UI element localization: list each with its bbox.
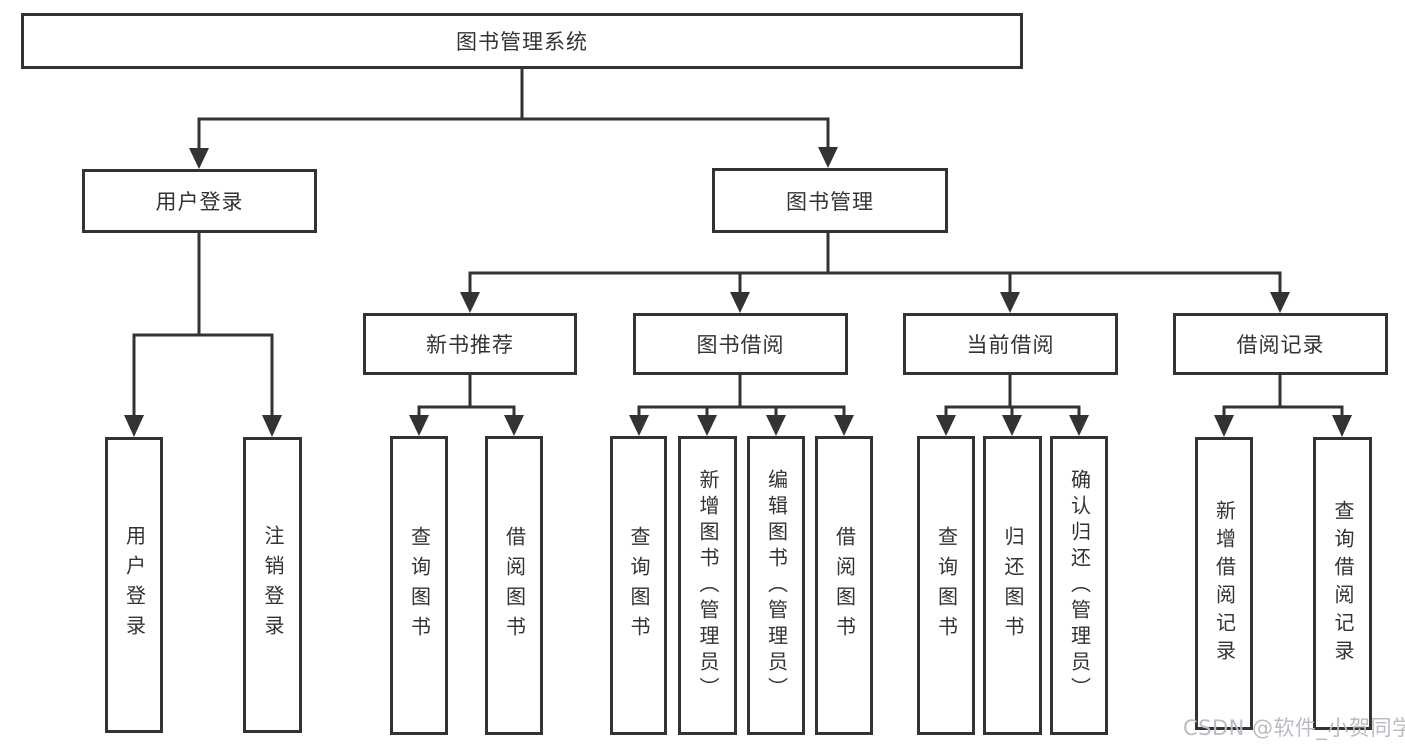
leaf-cb-return-books: 归还图书 — [983, 436, 1042, 735]
leaf-br-query-borrow-record: 查询借阅记录 — [1313, 437, 1372, 730]
node-library-system: 图书管理系统 — [21, 13, 1023, 69]
leaf-cb-query-books: 查询图书 — [917, 436, 975, 735]
leaf-user-login: 用户登录 — [105, 437, 163, 733]
leaf-logout: 注销登录 — [243, 437, 302, 733]
node-new-book-recommend: 新书推荐 — [363, 313, 577, 375]
leaf-nbr-query-books: 查询图书 — [390, 436, 448, 735]
leaf-bb-query-books: 查询图书 — [610, 436, 667, 735]
node-borrowing-records: 借阅记录 — [1173, 313, 1388, 375]
leaf-bb-add-books-admin: 新增图书（管理员） — [678, 436, 737, 735]
node-book-management: 图书管理 — [712, 168, 948, 233]
arrowheads — [124, 147, 1352, 437]
leaf-br-add-borrow-record: 新增借阅记录 — [1195, 437, 1253, 730]
leaf-nbr-borrow-books: 借阅图书 — [485, 436, 543, 735]
node-user-login-branch: 用户登录 — [82, 169, 317, 233]
leaf-cb-confirm-return-admin: 确认归还（管理员） — [1050, 436, 1108, 735]
leaf-bb-edit-books-admin: 编辑图书（管理员） — [747, 436, 805, 735]
node-current-borrowing: 当前借阅 — [903, 313, 1118, 375]
node-book-borrowing: 图书借阅 — [633, 313, 848, 375]
leaf-bb-borrow-books: 借阅图书 — [815, 436, 873, 735]
csdn-watermark: CSDN @软件_小贺同学 — [1183, 716, 1405, 740]
